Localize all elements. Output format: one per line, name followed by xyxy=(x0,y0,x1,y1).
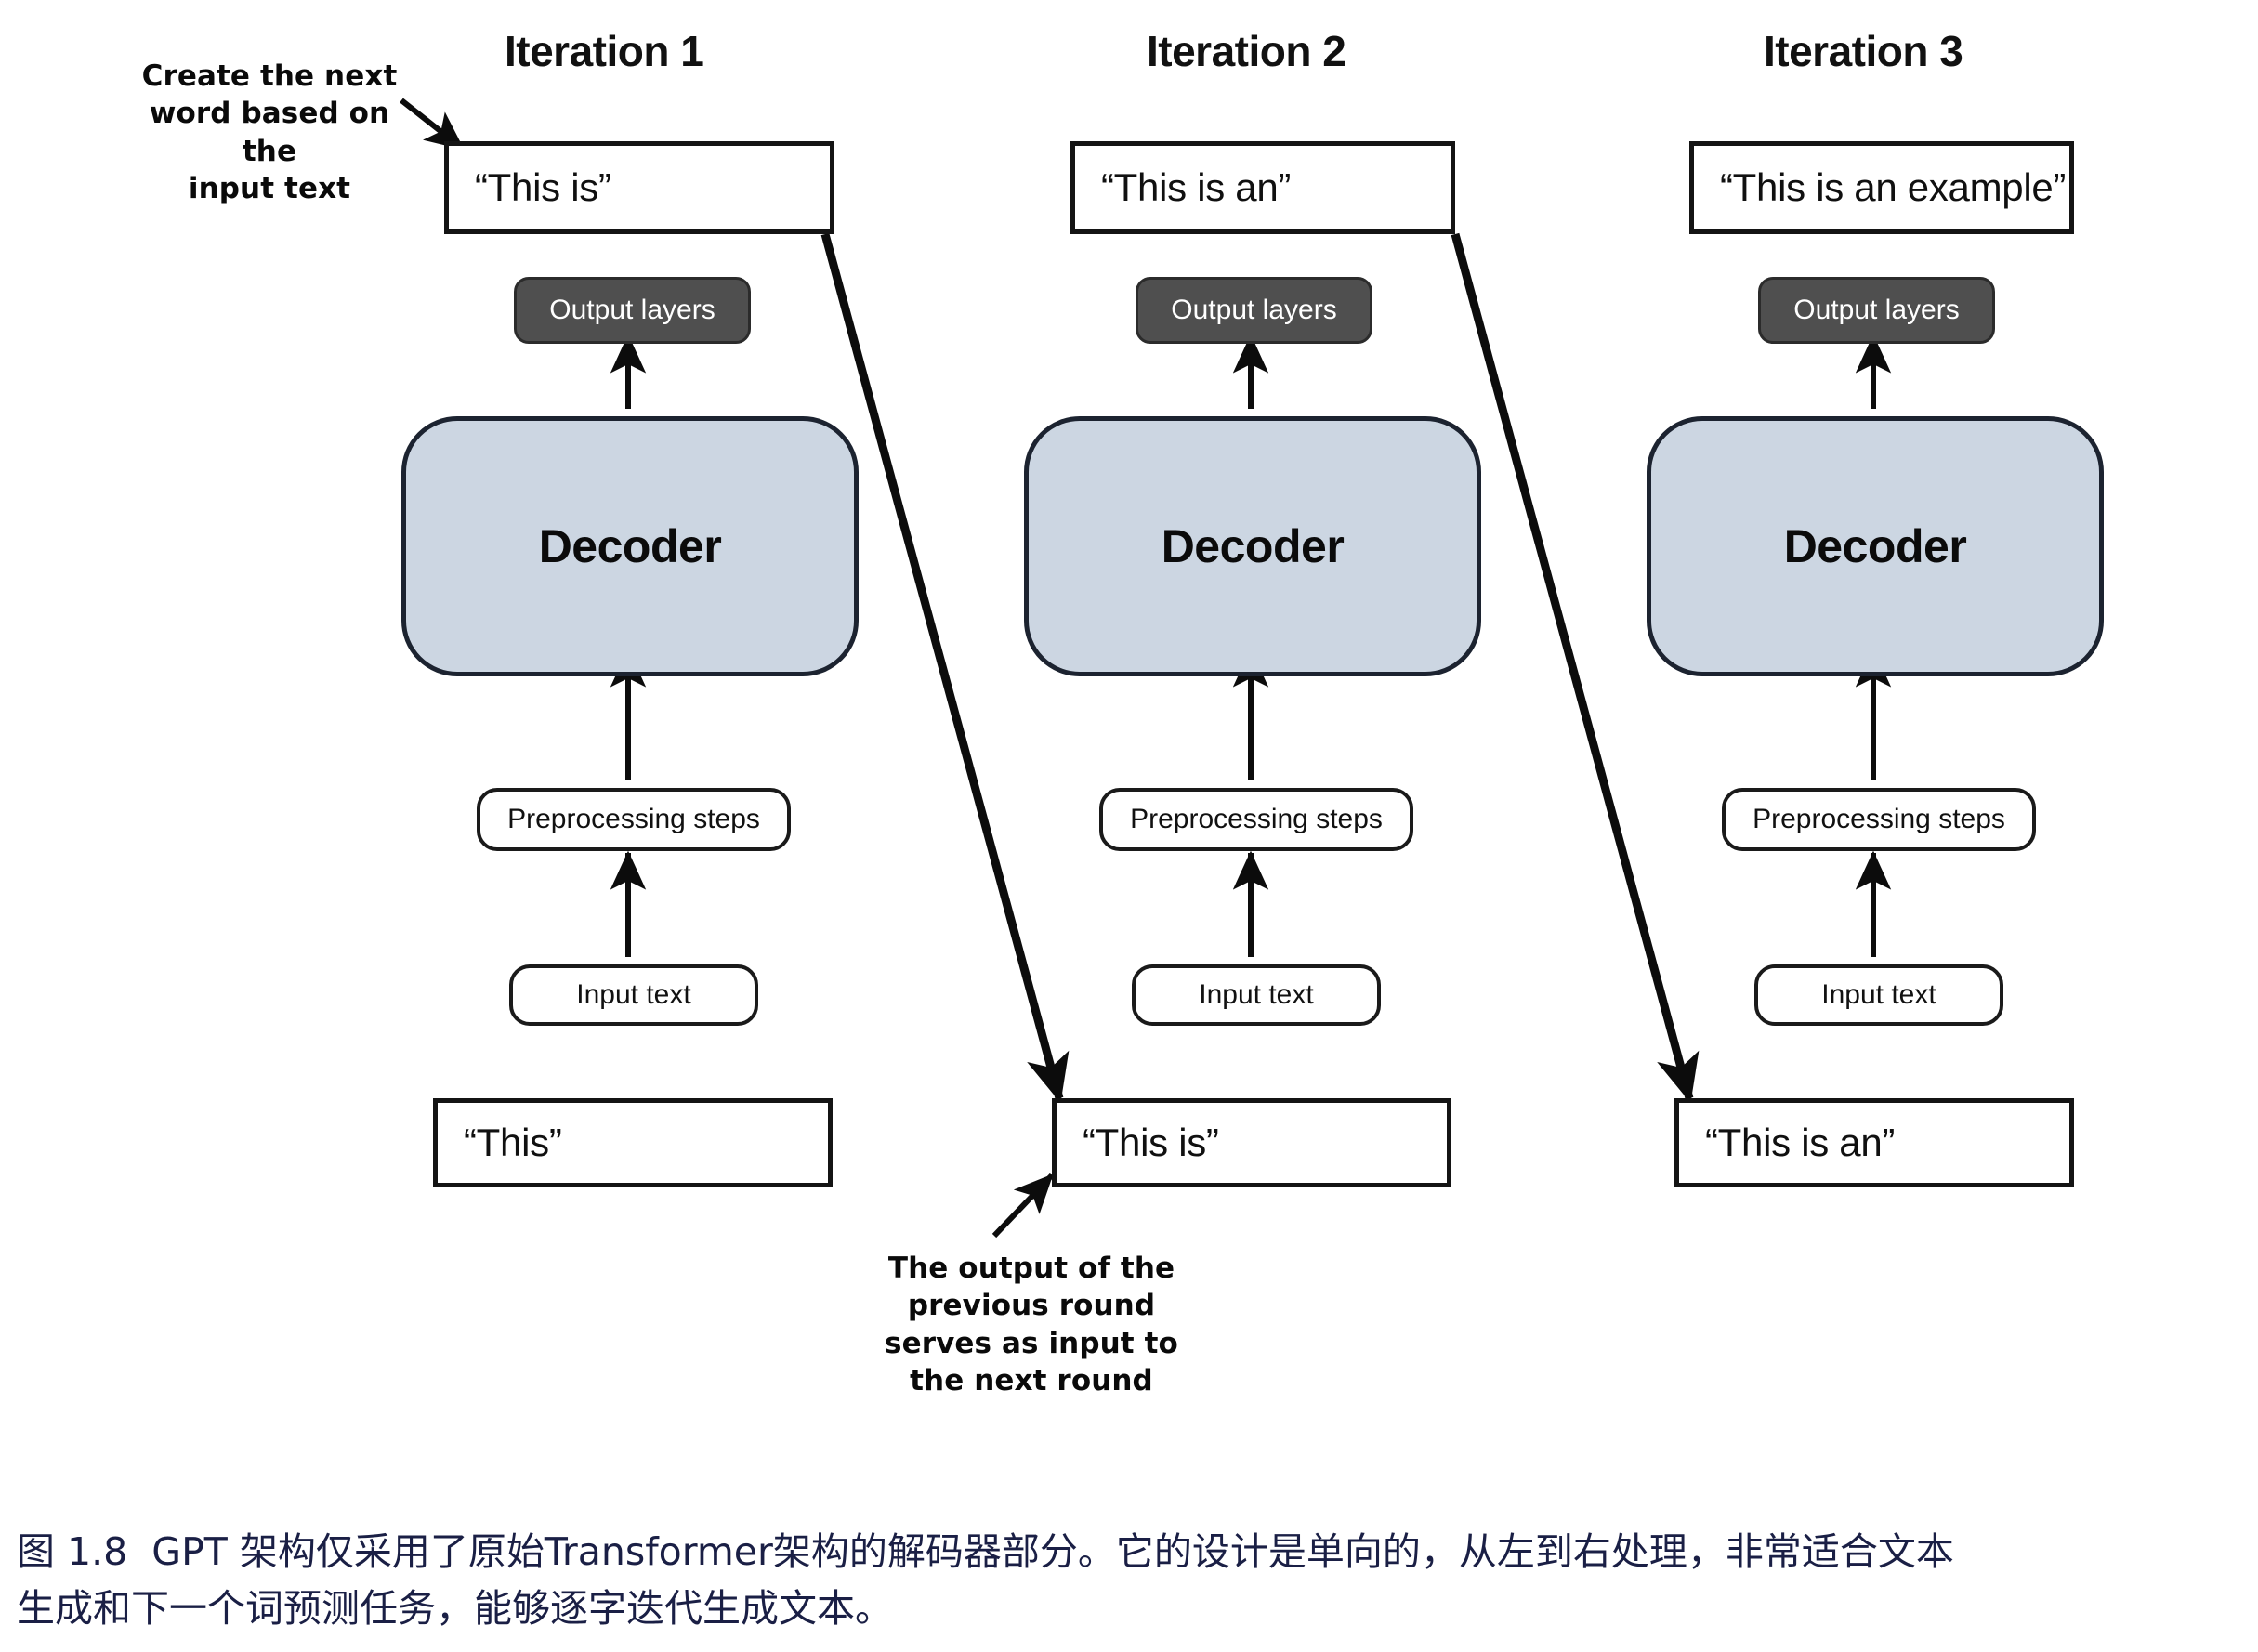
iteration-title-2: Iteration 2 xyxy=(1147,27,1346,75)
decoder-box-1: Decoder xyxy=(401,416,859,676)
annotation-output-feeds-next-round: The output of the previous round serves … xyxy=(878,1250,1185,1399)
decoder-box-2: Decoder xyxy=(1024,416,1481,676)
input-text-box-3: Input text xyxy=(1754,964,2003,1026)
iteration-title-1: Iteration 1 xyxy=(505,27,704,75)
output-layers-label-3: Output layers xyxy=(1793,295,1960,325)
output-layers-box-3: Output layers xyxy=(1758,277,1995,344)
preprocessing-box-3: Preprocessing steps xyxy=(1722,788,2036,851)
input-string-value-3: “This is an” xyxy=(1705,1121,1896,1164)
preprocessing-label-1: Preprocessing steps xyxy=(507,804,760,834)
output-text-box-3: “This is an example” xyxy=(1689,141,2074,234)
input-text-label-3: Input text xyxy=(1821,979,1936,1010)
input-text-label-1: Input text xyxy=(576,979,691,1010)
annotation-output-feeds-next-round-line3: serves as input to xyxy=(885,1326,1178,1360)
output-layers-label-1: Output layers xyxy=(549,295,715,325)
figure-caption-line1: 图 1.8 GPT 架构仅采用了原始Transformer架构的解码器部分。它的… xyxy=(17,1529,1954,1574)
annotation-create-next-word-line2: word based on the xyxy=(149,97,390,168)
input-text-label-2: Input text xyxy=(1199,979,1314,1010)
input-text-box-2: Input text xyxy=(1132,964,1381,1026)
output-layers-label-2: Output layers xyxy=(1171,295,1337,325)
annotation-output-feeds-next-round-line4: the next round xyxy=(910,1363,1153,1397)
output-layers-box-2: Output layers xyxy=(1136,277,1372,344)
output-text-box-2: “This is an” xyxy=(1070,141,1455,234)
annotation-output-feeds-next-round-line1: The output of the xyxy=(887,1252,1175,1285)
annotation-create-next-word: Create the next word based on the input … xyxy=(130,58,409,207)
arrow-callout-bottom-mid xyxy=(991,1173,1055,1239)
output-text-value-2: “This is an” xyxy=(1101,165,1292,209)
figure-caption-line2: 生成和下一个词预测任务，能够逐字迭代生成文本。 xyxy=(17,1585,893,1631)
decoder-label-1: Decoder xyxy=(538,520,722,572)
input-string-box-1: “This” xyxy=(433,1098,833,1187)
input-string-value-2: “This is” xyxy=(1083,1121,1219,1164)
annotation-create-next-word-line3: input text xyxy=(188,171,351,205)
output-text-box-1: “This is” xyxy=(444,141,834,234)
figure-caption: 图 1.8 GPT 架构仅采用了原始Transformer架构的解码器部分。它的… xyxy=(17,1524,2247,1636)
decoder-label-3: Decoder xyxy=(1783,520,1967,572)
arrow-carry-1-to-2 xyxy=(820,232,1070,1104)
annotation-create-next-word-line1: Create the next xyxy=(141,59,398,93)
input-string-box-2: “This is” xyxy=(1052,1098,1451,1187)
output-text-value-3: “This is an example” xyxy=(1720,165,2067,209)
input-string-value-1: “This” xyxy=(464,1121,562,1164)
preprocessing-box-2: Preprocessing steps xyxy=(1099,788,1413,851)
input-string-box-3: “This is an” xyxy=(1674,1098,2074,1187)
output-layers-box-1: Output layers xyxy=(514,277,751,344)
decoder-label-2: Decoder xyxy=(1161,520,1345,572)
iteration-title-3: Iteration 3 xyxy=(1764,27,1963,75)
input-text-box-1: Input text xyxy=(509,964,758,1026)
preprocessing-label-2: Preprocessing steps xyxy=(1130,804,1383,834)
preprocessing-box-1: Preprocessing steps xyxy=(477,788,791,851)
arrow-carry-2-to-3 xyxy=(1451,232,1700,1104)
decoder-box-3: Decoder xyxy=(1647,416,2104,676)
annotation-output-feeds-next-round-line2: previous round xyxy=(907,1289,1156,1323)
preprocessing-label-3: Preprocessing steps xyxy=(1753,804,2005,834)
output-text-value-1: “This is” xyxy=(475,165,611,209)
